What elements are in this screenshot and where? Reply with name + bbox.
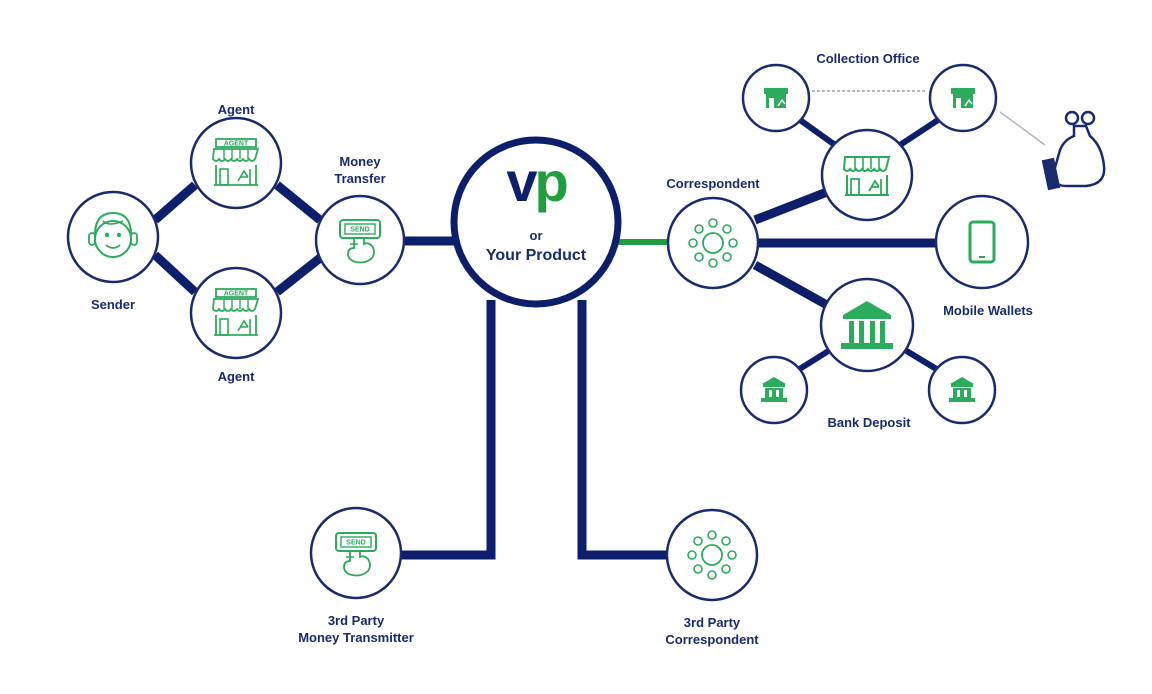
correspondent-label: Correspondent <box>666 176 760 191</box>
agent-top-label: Agent <box>217 102 255 117</box>
third-party-correspondent-node[interactable] <box>665 508 759 602</box>
agent-bottom-label: Agent <box>217 369 255 384</box>
hand-money-bag-icon <box>1041 110 1106 191</box>
correspondent-node[interactable] <box>666 196 760 290</box>
mobile-wallets-node[interactable] <box>934 194 1030 290</box>
third-party-transmitter-label-line2: Money Transmitter <box>298 630 414 645</box>
connector-lines <box>151 181 936 560</box>
third-party-correspondent-label-line1: 3rd Party <box>683 615 741 630</box>
sender-label: Sender <box>90 297 136 312</box>
third-party-correspondent-label: 3rd Party Correspondent <box>665 614 758 648</box>
collection-office-label: Collection Office <box>816 51 920 66</box>
third-party-correspondent-label-line2: Correspondent <box>665 632 759 647</box>
thin-connectors <box>796 117 940 373</box>
money-transfer-node[interactable] <box>314 194 406 286</box>
sender-node[interactable] <box>66 190 160 284</box>
center-or-text: or <box>529 228 543 243</box>
money-transfer-label-line1: Money <box>339 154 381 169</box>
bank-deposit-label: Bank Deposit <box>827 415 911 430</box>
logo-letter-v: v <box>506 150 537 213</box>
recipient-connector <box>999 111 1046 146</box>
center-product-text: Your Product <box>485 247 587 264</box>
third-party-transmitter-label: 3rd Party Money Transmitter <box>298 612 414 646</box>
small-store-icon <box>763 87 789 109</box>
mobile-wallets-label: Mobile Wallets <box>943 303 1033 318</box>
product-logo: vp <box>506 154 568 210</box>
third-party-transmitter-label-line1: 3rd Party <box>327 613 385 628</box>
logo-letter-p: p <box>534 150 568 213</box>
collection-office-node[interactable] <box>820 128 914 222</box>
agent-top-node[interactable] <box>189 116 283 210</box>
agent-bottom-node[interactable] <box>189 266 283 360</box>
money-transfer-label: Money Transfer <box>334 153 385 187</box>
product-hub-circle[interactable] <box>450 136 622 308</box>
money-transfer-label-line2: Transfer <box>334 171 386 186</box>
bank-deposit-node[interactable] <box>819 277 915 373</box>
third-party-transmitter-node[interactable] <box>309 506 403 600</box>
small-store-icon <box>950 87 976 109</box>
